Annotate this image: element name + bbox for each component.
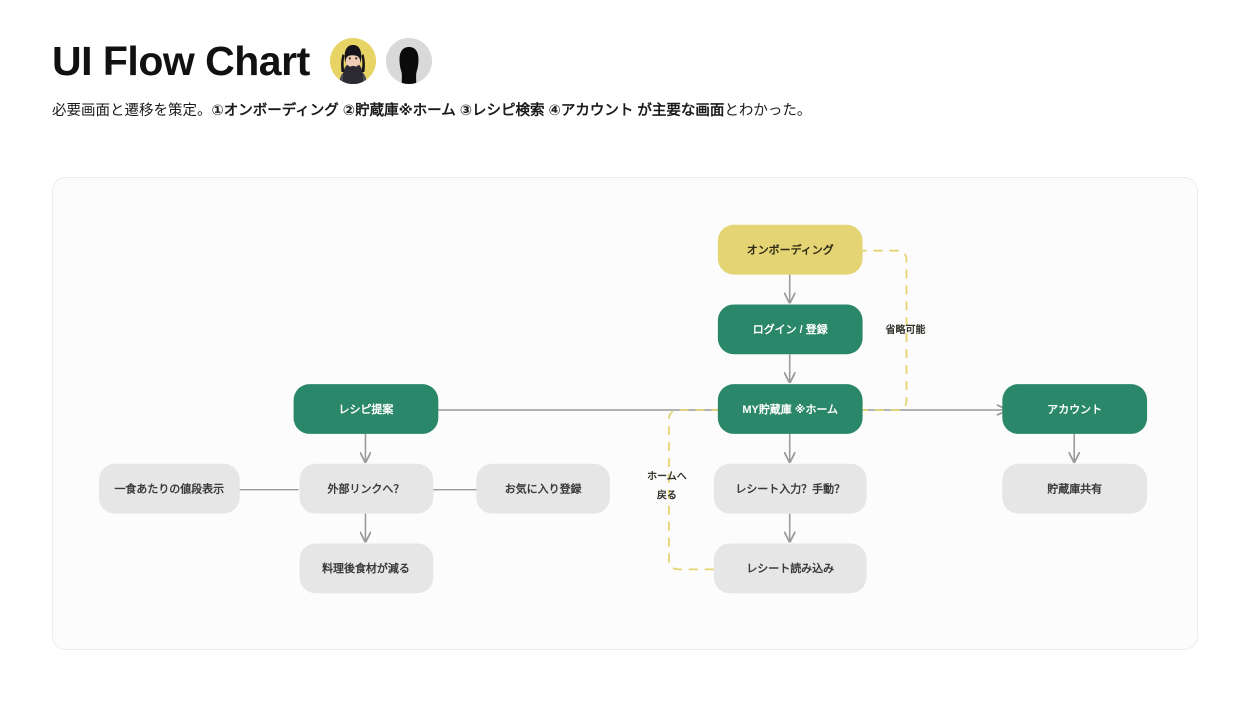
node-login-label: ログイン / 登録 xyxy=(753,322,829,336)
page-header: UI Flow Chart xyxy=(52,38,1202,123)
flowchart-canvas: オンボーディング ログイン / 登録 MY貯蔵庫 ※ホーム レシピ提案 アカウン… xyxy=(52,177,1198,650)
node-onboarding-label: オンボーディング xyxy=(747,243,834,257)
node-account[interactable]: アカウント xyxy=(1002,384,1148,434)
avatar-photo-woman xyxy=(329,38,376,84)
subtitle-part-3: とわかった。 xyxy=(724,103,812,119)
flowchart-svg: オンボーディング ログイン / 登録 MY貯蔵庫 ※ホーム レシピ提案 アカウン… xyxy=(98,224,1148,594)
edge-label-skip: 省略可能 xyxy=(885,323,926,336)
node-share-label: 貯蔵庫共有 xyxy=(1047,482,1102,496)
title-row: UI Flow Chart xyxy=(52,38,1202,84)
subtitle-part-1: 必要画面と遷移を策定。 xyxy=(52,103,212,119)
edge-label-back-home-line2: 戻る xyxy=(656,488,677,501)
nodes-layer: オンボーディング ログイン / 登録 MY貯蔵庫 ※ホーム レシピ提案 アカウン… xyxy=(98,224,1148,594)
edge-labels-layer: 省略可能 ホームへ 戻る xyxy=(647,323,925,501)
edge-label-back-home-line1: ホームへ xyxy=(647,470,687,482)
node-home[interactable]: MY貯蔵庫 ※ホーム xyxy=(717,384,863,434)
edges-layer xyxy=(238,249,1075,571)
node-external-label: 外部リンクへ？ xyxy=(327,482,405,496)
node-home-label: MY貯蔵庫 ※ホーム xyxy=(742,402,838,416)
node-recipe[interactable]: レシピ提案 xyxy=(293,384,439,434)
node-price-label: 一食あたりの値段表示 xyxy=(114,482,224,496)
node-stockdown[interactable]: 料理後食材が減る xyxy=(299,543,434,594)
node-recipe-label: レシピ提案 xyxy=(339,402,395,416)
node-receipt-label: レシート入力？手動？ xyxy=(735,482,845,496)
node-receiptread-label: レシート読み込み xyxy=(746,561,834,575)
node-favorite-label: お気に入り登録 xyxy=(505,482,583,496)
node-favorite[interactable]: お気に入り登録 xyxy=(476,463,611,514)
avatar-silhouette xyxy=(385,38,432,84)
node-external[interactable]: 外部リンクへ？ xyxy=(299,463,434,514)
node-stockdown-label: 料理後食材が減る xyxy=(322,561,410,575)
node-login[interactable]: ログイン / 登録 xyxy=(717,304,863,355)
edge-backhome-receiptread-home xyxy=(668,409,732,571)
node-receiptread[interactable]: レシート読み込み xyxy=(713,543,867,594)
subtitle-part-2: ①オンボーディング ②貯蔵庫※ホーム ③レシピ検索 ④アカウント が主要な画面 xyxy=(211,103,725,119)
node-receipt[interactable]: レシート入力？手動？ xyxy=(713,463,867,514)
node-onboarding[interactable]: オンボーディング xyxy=(717,224,863,275)
node-price[interactable]: 一食あたりの値段表示 xyxy=(98,463,240,514)
page-title: UI Flow Chart xyxy=(52,37,310,84)
page-subtitle: 必要画面と遷移を策定。①オンボーディング ②貯蔵庫※ホーム ③レシピ検索 ④アカ… xyxy=(52,101,1202,123)
avatar-group xyxy=(329,38,432,84)
node-account-label: アカウント xyxy=(1047,403,1102,416)
node-share[interactable]: 貯蔵庫共有 xyxy=(1002,463,1148,514)
